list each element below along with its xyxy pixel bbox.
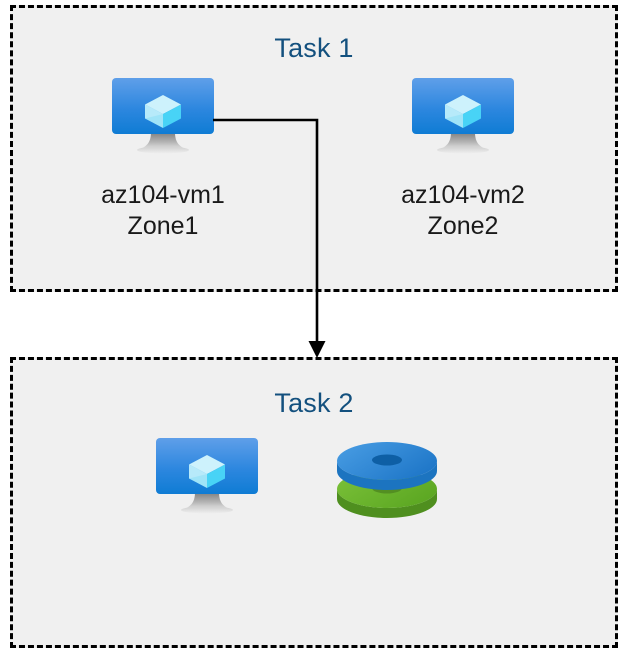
task-2-container: Task 2 resize and update bbox=[10, 357, 618, 648]
arrowhead-icon bbox=[308, 341, 326, 358]
task-2-title: Task 2 bbox=[274, 388, 354, 418]
azure-virtual-machine-icon bbox=[412, 78, 514, 154]
azure-virtual-machine-icon bbox=[112, 78, 214, 154]
node-task2-vm[interactable] bbox=[107, 437, 307, 520]
node-task2-disks[interactable] bbox=[287, 437, 487, 520]
azure-virtual-machine-icon bbox=[156, 438, 258, 514]
node-az104-vm1[interactable]: az104-vm1 Zone1 bbox=[63, 77, 263, 243]
node-label-az104-vm2: az104-vm2 Zone2 bbox=[401, 181, 525, 241]
node-az104-vm2[interactable]: az104-vm2 Zone2 bbox=[363, 77, 563, 243]
node-label-az104-vm1: az104-vm1 Zone1 bbox=[101, 181, 225, 241]
azure-disks-icon bbox=[337, 442, 437, 518]
task-1-title: Task 1 bbox=[274, 33, 354, 63]
